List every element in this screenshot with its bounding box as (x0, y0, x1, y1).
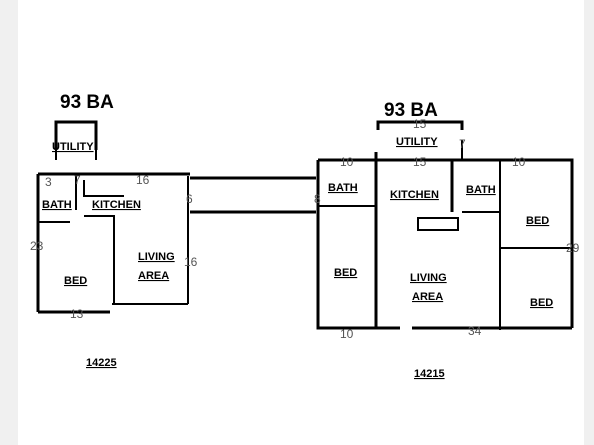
right-top-east-wall (318, 158, 574, 328)
right-kitchen-label: KITCHEN (390, 189, 439, 201)
left-dim-16-side: 16 (184, 255, 198, 269)
left-bed-east-wall (84, 215, 115, 304)
left-bed-label: BED (64, 275, 87, 287)
left-dim-23: 23 (30, 239, 44, 253)
right-utility-bracket (376, 120, 464, 130)
left-edge-strip (0, 0, 18, 445)
left-unit-tag: 93 BA (60, 92, 114, 113)
right-west-bottom-wall (316, 160, 400, 330)
right-dim-7: 7 (459, 137, 466, 151)
left-address: 14225 (86, 357, 117, 369)
right-living-label: LIVING (410, 272, 447, 284)
left-utility-stubs (55, 150, 97, 160)
left-dim-16-top: 16 (136, 173, 150, 187)
left-living-label: LIVING (138, 251, 175, 263)
connector-walls (190, 176, 316, 214)
left-kitchen-label: KITCHEN (92, 199, 141, 211)
right-kitchen-counter (417, 217, 459, 231)
right-dim-10-top: 10 (340, 155, 354, 169)
left-bath-label: BATH (42, 199, 72, 211)
right-dim-10-bottom: 10 (340, 327, 354, 341)
right-bath1-label: BATH (328, 182, 358, 194)
right-area-label: AREA (412, 291, 443, 303)
left-dim-7: 7 (74, 173, 81, 187)
right-edge-strip (584, 0, 594, 445)
right-dim-34: 34 (468, 324, 482, 338)
left-dim-13: 13 (70, 307, 84, 321)
left-dim-6: 6 (186, 192, 193, 206)
right-bed1-label: BED (526, 215, 549, 227)
left-area-label: AREA (138, 270, 169, 282)
right-utility-label: UTILITY (396, 136, 438, 148)
right-bed2-label: BED (334, 267, 357, 279)
left-utility-label: UTILITY (52, 141, 94, 153)
right-floor-plan (316, 120, 574, 330)
right-bed3-label: BED (530, 297, 553, 309)
left-dim-3: 3 (45, 175, 52, 189)
left-utility-walls (54, 120, 98, 150)
right-dim-10-right: 10 (512, 155, 526, 169)
right-dim-29: 29 (566, 241, 580, 255)
right-unit-tag: 93 BA (384, 100, 438, 121)
right-address: 14215 (414, 368, 445, 380)
left-floor-plan (36, 120, 190, 314)
right-bath2-label: BATH (466, 184, 496, 196)
left-kitchen-counter (83, 180, 124, 197)
right-dim-8: 8 (314, 192, 321, 206)
right-dim-15-mid: 15 (413, 155, 427, 169)
right-dim-15-top: 15 (413, 117, 427, 131)
